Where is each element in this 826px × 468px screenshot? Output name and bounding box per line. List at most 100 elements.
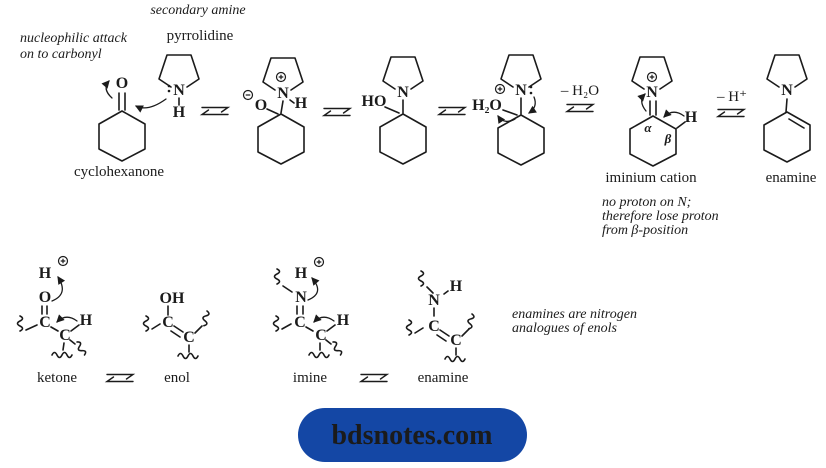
bond [62, 342, 65, 351]
c-n-bond [280, 100, 284, 114]
atom-label-C: C [450, 332, 462, 349]
c-c-bond [50, 326, 59, 332]
structure-pyrrolidine: N H [134, 54, 200, 121]
structure-enamine: N enamine [763, 54, 817, 186]
atom-label-H: H [450, 278, 463, 295]
curved-arrow-icon [528, 96, 537, 114]
squiggle-bond-icon [272, 315, 280, 332]
atom-label-O: O [255, 97, 267, 114]
caption-iminium-cation: iminium cation [605, 170, 697, 186]
c-c-bond [305, 326, 314, 332]
c-c-double-bond [170, 330, 181, 338]
curved-arrow-icon [637, 93, 647, 112]
curved-arrow-icon [313, 314, 335, 323]
squiggle-bond-icon [308, 351, 330, 359]
atom-label-H2O: H₂O [472, 97, 502, 114]
atom-label-C: C [294, 314, 306, 331]
atom-label-N: N [646, 84, 658, 101]
curved-arrow-icon [307, 277, 320, 301]
atom-label-C: C [39, 314, 51, 331]
equilibrium-arrow-icon [438, 106, 466, 116]
structure-zwitterion-intermediate: O N H [242, 57, 308, 165]
condition-minus-water: – H₂O [560, 83, 599, 99]
c-c-double-bond [436, 334, 447, 342]
atom-label-N: N [173, 82, 185, 99]
equilibrium-arrow-icon [323, 107, 351, 117]
cyclohexene-ring [763, 111, 811, 163]
atom-label-alpha: α [644, 120, 652, 135]
cyclohexane-ring [98, 110, 146, 162]
atom-label-O: O [116, 75, 128, 92]
curved-arrow-icon [134, 98, 167, 113]
curved-arrow-icon [497, 115, 516, 124]
squiggle-bond-icon [74, 339, 88, 358]
squiggle-bond-icon [444, 355, 466, 363]
atom-label-HO: HO [362, 93, 387, 110]
atom-label-H: H [295, 265, 308, 282]
plus-charge-icon [275, 71, 287, 83]
structure-cyclohexanone: O cyclohexanone [74, 75, 164, 180]
squiggle-bond-icon [330, 339, 344, 358]
structure-ketone: H O C C H ketone [16, 255, 93, 386]
c-h-bond [70, 324, 80, 332]
cyclohexane-ring [379, 113, 427, 165]
annotation-enamine-note-1: enamines are nitrogen [512, 307, 637, 322]
atom-label-N: N [277, 85, 289, 102]
annotation-nucleophilic-attack-1: nucleophilic attack [20, 31, 128, 46]
bond [282, 285, 293, 293]
bond [194, 325, 203, 334]
caption-enamine: enamine [766, 170, 817, 186]
badge-background[interactable] [298, 408, 527, 462]
n-h-bond [443, 290, 449, 295]
atom-label-C: C [428, 318, 440, 335]
atom-label-N: N [781, 82, 793, 99]
lone-pair-icon [529, 91, 533, 95]
atom-label-N: N [295, 289, 307, 306]
bdsnotes-badge[interactable]: bdsnotes.com [298, 408, 527, 462]
bond [414, 327, 424, 334]
annotation-pyrrolidine: pyrrolidine [167, 28, 234, 44]
caption-enol: enol [164, 370, 190, 386]
annotation-nucleophilic-attack-2: on to carbonyl [20, 47, 102, 62]
minus-charge-icon [242, 89, 254, 101]
c-c-double-bond [173, 325, 184, 333]
c-c-double-bond [439, 329, 450, 337]
atom-label-H: H [337, 312, 350, 329]
lone-pair-icon [167, 84, 171, 88]
structure-protonated-hemiaminal: H₂O N [472, 54, 545, 166]
annotation-enamine-note-2: analogues of enols [512, 321, 618, 336]
cyclohexane-ring [497, 114, 545, 166]
annotation-no-proton-2: therefore lose proton [602, 209, 719, 224]
squiggle-bond-icon [142, 315, 150, 332]
plus-charge-icon [57, 255, 69, 267]
atom-label-H: H [39, 265, 52, 282]
bond [461, 328, 470, 337]
squiggle-bond-icon [51, 351, 73, 359]
bond [69, 339, 76, 345]
bond [151, 323, 161, 330]
equilibrium-arrow-icon [201, 106, 229, 116]
plus-charge-icon [494, 83, 506, 95]
structure-iminium-cation: N α β H iminium cation [605, 56, 698, 186]
caption-cyclohexanone: cyclohexanone [74, 164, 164, 180]
annotation-no-proton-1: no proton on N; [602, 195, 691, 210]
condition-minus-proton: – H⁺ [716, 89, 747, 105]
equilibrium-arrow-icon [717, 108, 745, 118]
bond [281, 323, 292, 330]
atom-label-N: N [397, 84, 409, 101]
atom-label-N: N [428, 292, 440, 309]
atom-label-H: H [173, 104, 186, 121]
caption-imine: imine [293, 370, 328, 386]
atom-label-C: C [183, 329, 195, 346]
n-h-bond [289, 99, 295, 104]
caption-ketone: ketone [37, 370, 77, 386]
squiggle-bond-icon [177, 352, 199, 360]
structure-hemiaminal: HO N [362, 56, 427, 165]
structure-enamine-fragment: N H C C enamine [405, 270, 476, 386]
plus-charge-icon [313, 256, 325, 268]
atom-label-H: H [80, 312, 93, 329]
squiggle-bond-icon [405, 319, 413, 336]
annotation-secondary-amine: secondary amine [150, 3, 245, 18]
bdsnotes-label: bdsnotes.com [331, 420, 492, 451]
curved-arrow-icon [51, 276, 66, 302]
